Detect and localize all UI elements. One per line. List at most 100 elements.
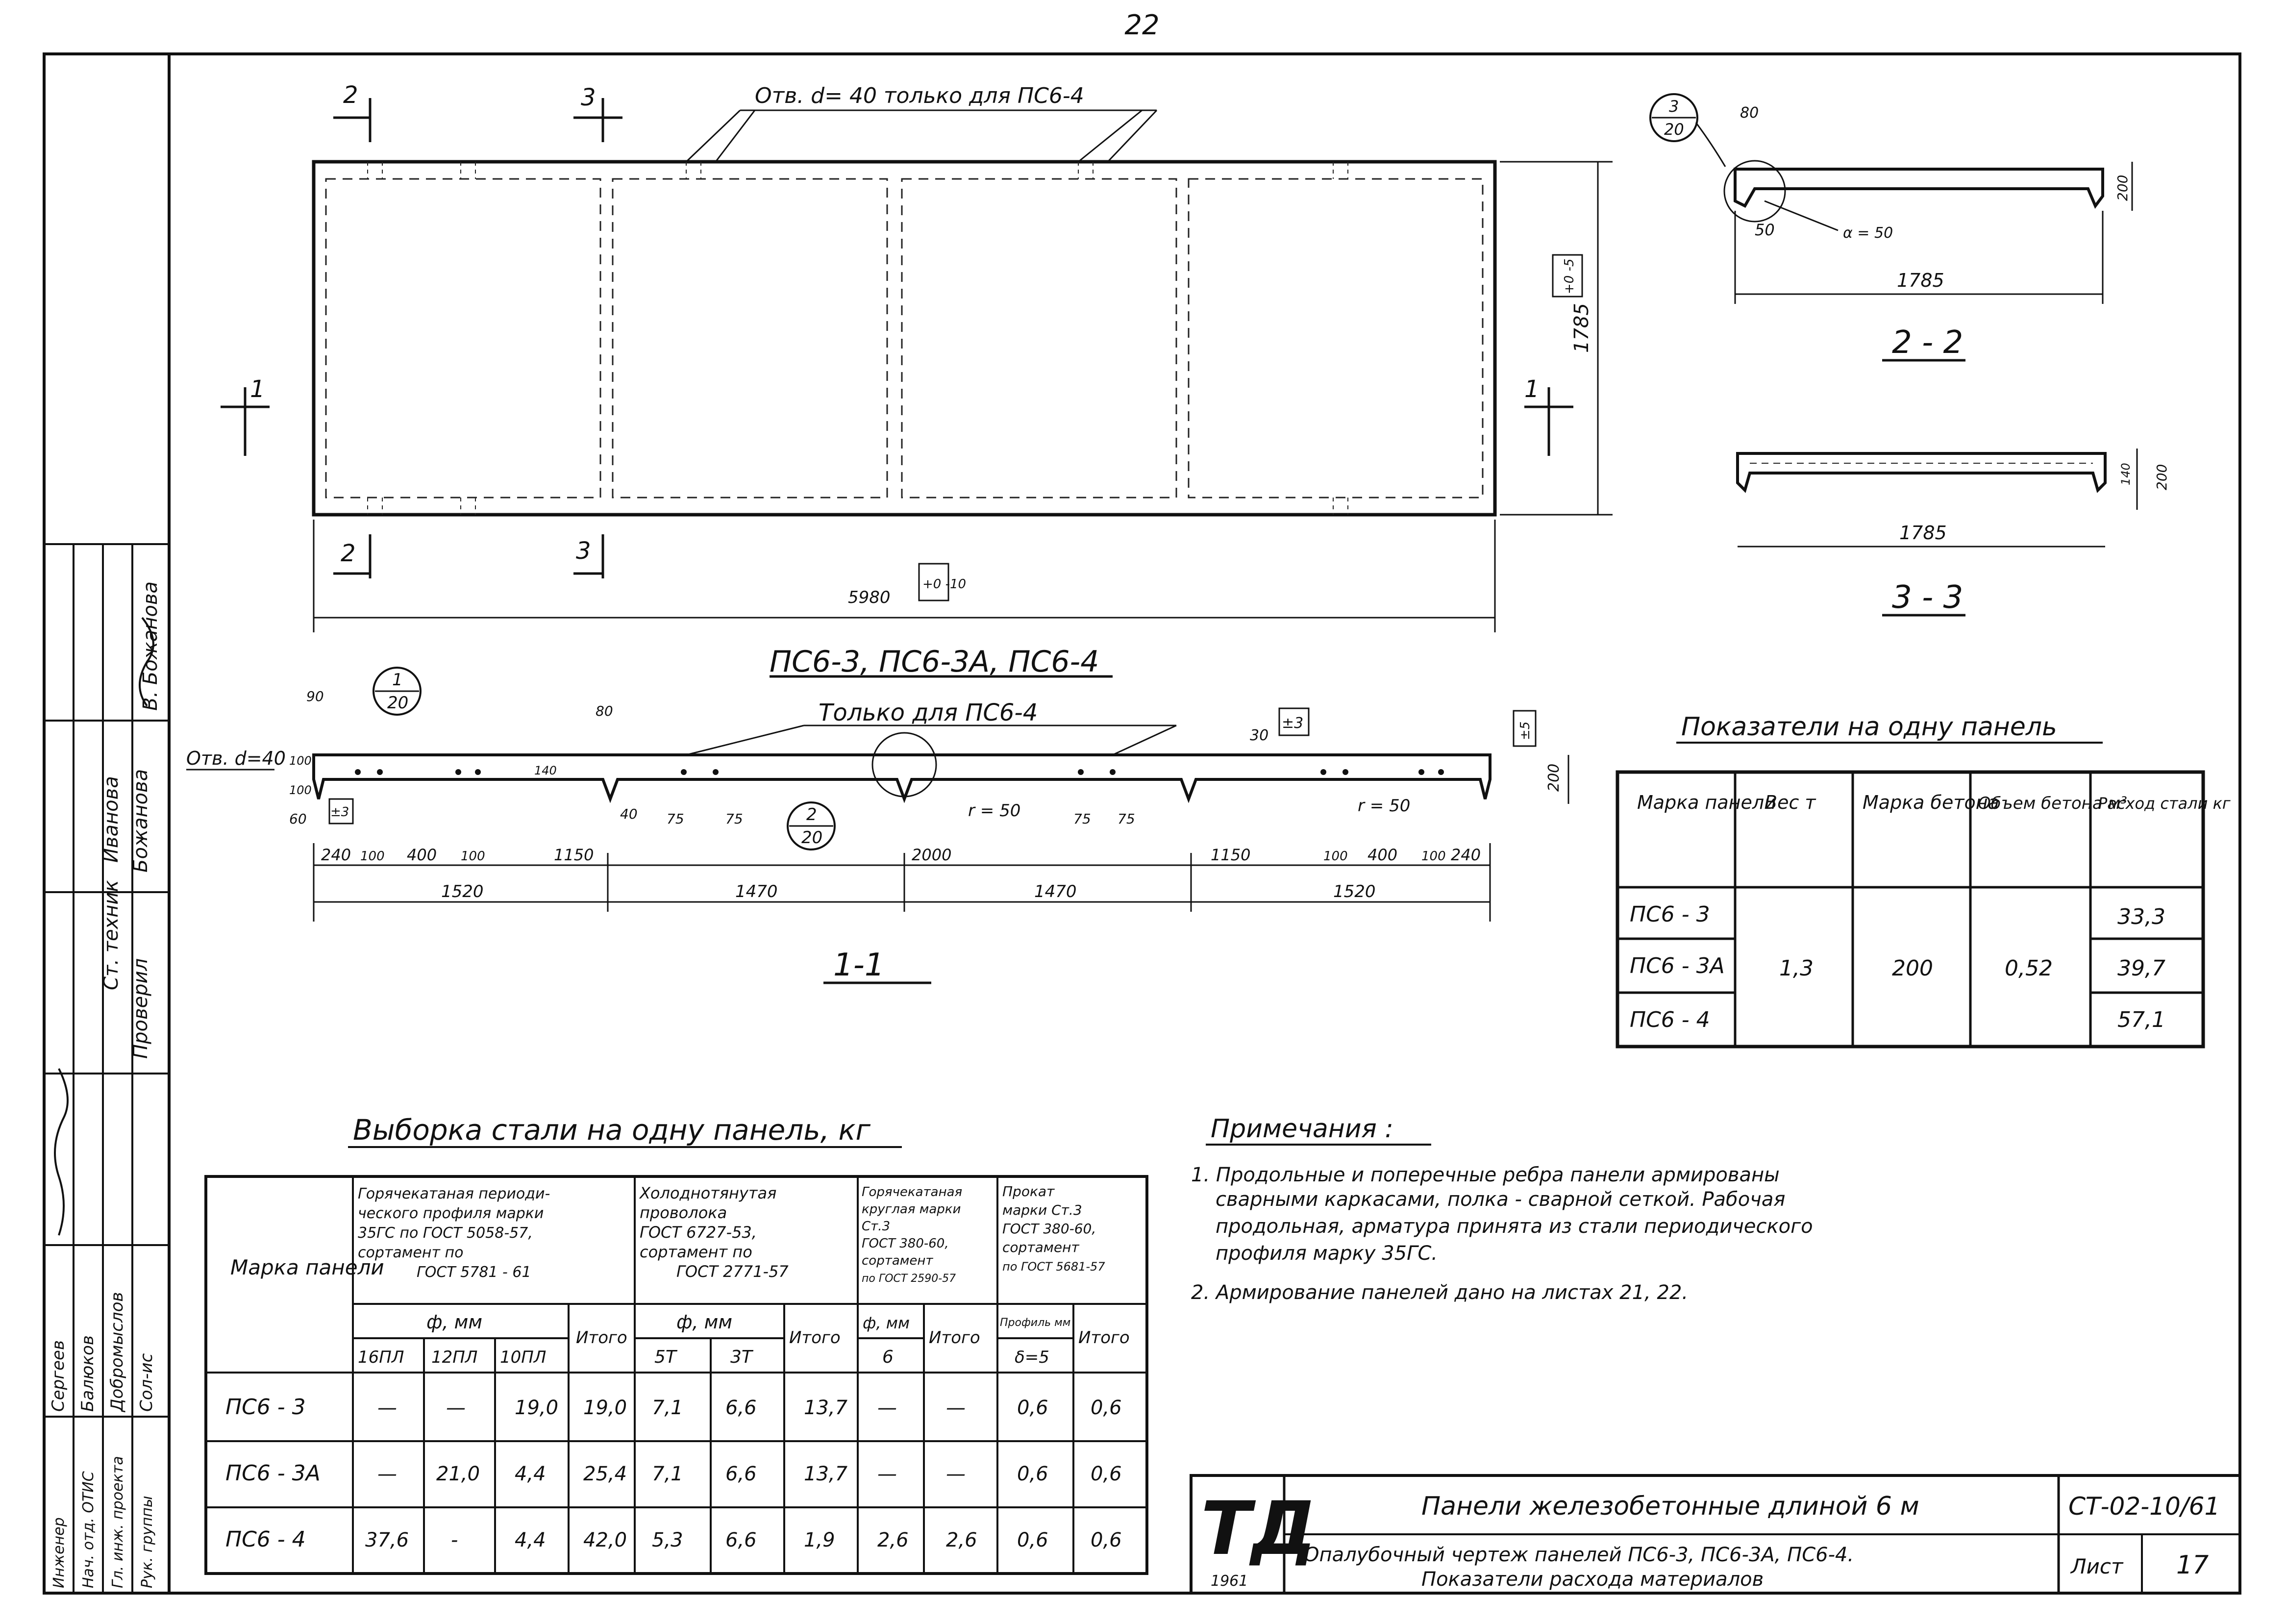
- group2-line5: ГОСТ 2771-57: [676, 1262, 789, 1281]
- section-3-3-profile: [1736, 452, 2107, 493]
- row1-c5: 7,1: [652, 1397, 683, 1419]
- ind-steel-1: 33,3: [2117, 904, 2165, 929]
- row1-c3: 19,0: [515, 1397, 558, 1419]
- ind-header-mark: Марка панели: [1637, 792, 1776, 813]
- section-profile: [312, 753, 1492, 803]
- phi-mm-3: ф, мм: [863, 1314, 910, 1332]
- ind-weight: 1,3: [1779, 956, 1814, 981]
- total-header-4: Итого: [1078, 1328, 1130, 1348]
- dim-140: 140: [534, 764, 557, 777]
- section-2-2-profile: [1734, 168, 2104, 209]
- cut-mark-1-left: 1: [250, 375, 265, 403]
- cut-mark-2-top: 2: [343, 81, 358, 109]
- dim-100a: 100: [289, 783, 312, 797]
- ind-header-steel: Расход стали кг: [2098, 794, 2231, 813]
- dim-2-2-80: 80: [1740, 104, 1759, 122]
- section-2-2-width: 1785: [1897, 270, 1944, 291]
- notes-title: Примечания :: [1211, 1114, 1393, 1144]
- name-sergeev: Сергеев: [49, 1340, 68, 1412]
- phi-mm-1: ф, мм: [426, 1311, 482, 1333]
- section-3-3-height: 200: [2154, 464, 2170, 490]
- signature-1: [54, 1068, 69, 1236]
- row1-c2: —: [446, 1397, 466, 1419]
- group3-line2: круглая марки: [862, 1202, 961, 1217]
- note-line-2: сварными каркасами, полка - сварной сетк…: [1216, 1188, 1785, 1211]
- dim-row1-100c: 100: [1323, 849, 1348, 864]
- role-engineer: Инженер: [50, 1517, 68, 1588]
- stamp-code: СТ-02-10/61: [2068, 1492, 2220, 1521]
- hole-note: Отв. d= 40 только для ПС6-4: [755, 83, 1084, 108]
- detail-ref-3-num: 3: [1669, 97, 1679, 116]
- row2-c1: —: [377, 1463, 397, 1485]
- group4-line1: Прокат: [1002, 1183, 1055, 1199]
- dim-row2-1520a: 1520: [441, 882, 484, 901]
- logo-td: ТД: [1201, 1486, 1317, 1572]
- dim-row2-1470a: 1470: [735, 882, 778, 901]
- size-6: 6: [882, 1347, 894, 1367]
- note-line-3: продольная, арматура принята из стали пе…: [1216, 1215, 1813, 1238]
- group3-line5: сортамент: [862, 1253, 933, 1268]
- cut-mark-3-top: 3: [581, 84, 596, 111]
- cut-mark-1-right: 1: [1524, 375, 1540, 403]
- stamp-sheet-no: 17: [2176, 1550, 2209, 1580]
- size-3t: 3Т: [730, 1347, 754, 1367]
- row3-c6: 6,6: [725, 1529, 757, 1551]
- panel-outline: [312, 160, 1497, 517]
- row3-c10: 0,6: [1017, 1529, 1048, 1551]
- signer-name: В. Божанова: [139, 581, 162, 711]
- dim-100b: 100: [289, 754, 312, 768]
- group1-line1: Горячекатаная периоди-: [358, 1185, 550, 1202]
- detail-ref-3-sheet: 20: [1664, 120, 1684, 139]
- section-hole-label: Отв. d=40: [186, 748, 286, 769]
- dim-row1-400a: 400: [407, 846, 437, 864]
- size-5t: 5Т: [654, 1347, 678, 1367]
- phi-mm-2: ф, мм: [676, 1311, 732, 1333]
- only-for-ps6-4: Только для ПС6-4: [819, 699, 1038, 726]
- dim-row1-100a: 100: [360, 849, 385, 864]
- ind-mark-3: ПС6 - 4: [1630, 1007, 1710, 1032]
- note-line-1: 1. Продольные и поперечные ребра панели …: [1191, 1164, 1780, 1186]
- cut-mark-2-bottom: 2: [341, 540, 356, 567]
- dim-3-3-140: 140: [2119, 463, 2133, 485]
- detail-ref-2-num: 2: [806, 805, 817, 824]
- outer-frame: [43, 52, 2241, 1595]
- dim-row1-1150a: 1150: [554, 846, 594, 864]
- row2-c11: 0,6: [1091, 1463, 1122, 1485]
- ind-volume: 0,52: [2005, 956, 2053, 981]
- group4-line5: по ГОСТ 5681-57: [1002, 1260, 1105, 1274]
- plan-width-tolerance: +0 -5: [1562, 258, 1577, 294]
- dim-75c: 75: [1073, 811, 1091, 827]
- indicators-title: Показатели на одну панель: [1681, 712, 2057, 742]
- row3-mark: ПС6 - 4: [225, 1527, 306, 1552]
- row3-c7: 1,9: [804, 1529, 835, 1551]
- detail-ref-1-num: 1: [392, 670, 403, 690]
- row1-c9: —: [946, 1397, 966, 1419]
- dim-row1-2000: 2000: [912, 846, 951, 864]
- section-3-3: 140 200 1785 3 - 3: [1736, 449, 2170, 617]
- dim-row1-100d: 100: [1421, 849, 1446, 864]
- page-number: 22: [1124, 9, 1159, 41]
- detail-ref-2-sheet: 20: [801, 828, 822, 848]
- stamp-year: 1961: [1211, 1573, 1248, 1590]
- row2-c7: 13,7: [804, 1463, 848, 1485]
- plan-view: Отв. d= 40 только для ПС6-4 2 3 2 3 1 1 …: [221, 81, 1613, 679]
- row3-c2: -: [451, 1529, 458, 1551]
- group2-line2: проволока: [640, 1203, 727, 1222]
- row3-c8: 2,6: [877, 1529, 909, 1551]
- ind-mark-1: ПС6 - 3: [1630, 902, 1710, 927]
- stamp-subtitle-2: Показатели расхода материалов: [1421, 1568, 1764, 1591]
- group4-line4: сортамент: [1002, 1239, 1079, 1255]
- dim-80: 80: [596, 703, 613, 719]
- tolerance-3-top: ±3: [1282, 715, 1303, 732]
- row2-c6: 6,6: [725, 1463, 757, 1485]
- dim-row1-400b: 400: [1367, 846, 1397, 864]
- row2-c3: 4,4: [515, 1463, 546, 1485]
- row1-c6: 6,6: [725, 1397, 757, 1419]
- total-header-1: Итого: [576, 1328, 627, 1348]
- plan-length: 5980: [848, 588, 891, 607]
- indicators-table: Показатели на одну панель Марка панели В…: [1616, 712, 2231, 1049]
- size-12pl: 12ПЛ: [431, 1348, 477, 1367]
- cut-mark-3-bottom: 3: [576, 537, 591, 565]
